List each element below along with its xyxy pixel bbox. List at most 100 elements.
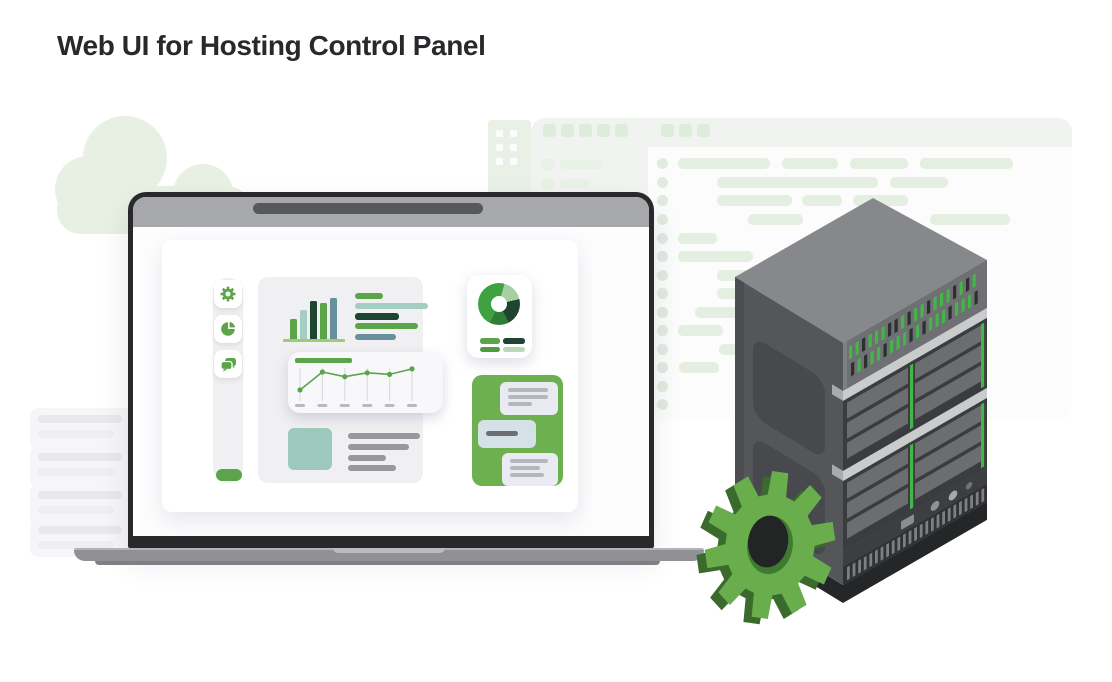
vent-slat bbox=[863, 555, 867, 571]
topbar-square bbox=[697, 124, 710, 137]
server-led bbox=[933, 295, 937, 311]
sidebar-action-button[interactable] bbox=[216, 469, 242, 481]
server-rack-units bbox=[843, 317, 987, 551]
sidebar-pill bbox=[560, 160, 602, 169]
vent-slat bbox=[964, 497, 968, 513]
code-pill bbox=[719, 344, 737, 355]
server-led bbox=[881, 325, 885, 341]
gear-illustration bbox=[696, 471, 836, 625]
sidebar-item-reports[interactable] bbox=[214, 315, 242, 343]
data-point bbox=[387, 371, 393, 377]
vent-slat bbox=[931, 517, 934, 532]
vent-slat bbox=[914, 526, 917, 542]
server-illustration bbox=[696, 198, 987, 625]
server-led bbox=[857, 357, 861, 373]
code-pill bbox=[678, 233, 717, 244]
mini-line-chart-card bbox=[288, 352, 443, 413]
vent-slat bbox=[886, 542, 890, 558]
code-bullet bbox=[657, 270, 668, 281]
tick-dash bbox=[295, 404, 305, 407]
vent-slat bbox=[959, 500, 962, 516]
line-chart-title-bar bbox=[295, 358, 352, 363]
server-led bbox=[942, 308, 946, 324]
server-led bbox=[896, 335, 900, 351]
code-pill bbox=[678, 325, 723, 336]
server-right-face bbox=[843, 259, 987, 603]
server-led bbox=[868, 333, 872, 349]
gear-icon bbox=[220, 286, 236, 302]
code-panel-sidebar bbox=[531, 118, 648, 420]
list-card bbox=[30, 446, 134, 488]
page-title: Web UI for Hosting Control Panel bbox=[57, 30, 486, 61]
server-tick bbox=[888, 322, 892, 338]
server-led bbox=[914, 307, 918, 323]
code-bullet bbox=[657, 307, 668, 318]
bar-legend-line bbox=[355, 313, 399, 320]
server-tick bbox=[883, 342, 887, 358]
text-line bbox=[348, 444, 409, 450]
bar bbox=[320, 303, 327, 339]
server-vent-slats bbox=[847, 487, 985, 581]
server-led bbox=[875, 329, 879, 345]
server-led bbox=[870, 350, 874, 366]
server-tick bbox=[851, 361, 855, 377]
laptop-base-shadow bbox=[95, 561, 660, 565]
code-pill bbox=[679, 362, 719, 373]
vent-slat bbox=[908, 530, 912, 545]
donut-legend-pill bbox=[503, 346, 525, 352]
server-led bbox=[890, 339, 894, 354]
tick-dash bbox=[407, 404, 417, 407]
vent-slat bbox=[869, 552, 873, 568]
server-led bbox=[955, 301, 959, 317]
server-tick bbox=[894, 318, 898, 334]
sidebar-item-settings[interactable] bbox=[214, 280, 242, 308]
code-bullet bbox=[657, 362, 668, 373]
server-led-bar bbox=[981, 322, 985, 389]
chat-bubble bbox=[502, 453, 558, 486]
vent-slat bbox=[936, 513, 940, 529]
code-pill bbox=[678, 251, 753, 262]
line-series bbox=[299, 368, 413, 391]
sidebar-square bbox=[542, 178, 554, 190]
vent-slat bbox=[947, 507, 951, 522]
server-led bbox=[901, 314, 905, 330]
vent-slat bbox=[847, 565, 850, 581]
bar bbox=[310, 301, 317, 339]
server-led bbox=[903, 331, 907, 347]
code-bullet bbox=[657, 325, 668, 336]
tick-dash bbox=[384, 404, 395, 407]
donut-legend-pill bbox=[480, 346, 500, 352]
tick-dash bbox=[317, 404, 328, 407]
server-led-bar bbox=[910, 363, 914, 430]
topbar-square bbox=[561, 124, 574, 137]
data-point bbox=[297, 387, 303, 393]
vent-slat bbox=[953, 504, 957, 519]
vent-slat bbox=[903, 533, 906, 548]
server-tick bbox=[953, 284, 957, 300]
bar-legend-line bbox=[355, 334, 396, 340]
server-tick bbox=[862, 337, 866, 353]
donut-legend-pill bbox=[480, 338, 500, 344]
server-led bbox=[855, 340, 859, 356]
code-pill bbox=[748, 214, 803, 225]
sidebar-square bbox=[542, 159, 554, 171]
topbar-square bbox=[597, 124, 610, 137]
server-tick bbox=[948, 305, 952, 321]
server-led bbox=[920, 303, 924, 319]
code-pill bbox=[695, 307, 765, 318]
code-bullet bbox=[657, 344, 668, 355]
server-led-bar bbox=[910, 443, 914, 510]
tick-dash bbox=[362, 404, 373, 407]
bar-legend-line bbox=[355, 323, 418, 329]
server-led bbox=[877, 346, 881, 362]
server-led bbox=[961, 297, 965, 313]
laptop-bezel bbox=[133, 197, 649, 227]
data-point bbox=[342, 374, 348, 380]
code-pill bbox=[890, 177, 948, 188]
server-led bbox=[929, 316, 933, 332]
text-line bbox=[348, 465, 396, 471]
sidebar-item-messages[interactable] bbox=[214, 350, 242, 378]
vent-slat bbox=[852, 562, 856, 577]
code-pill bbox=[853, 195, 908, 206]
